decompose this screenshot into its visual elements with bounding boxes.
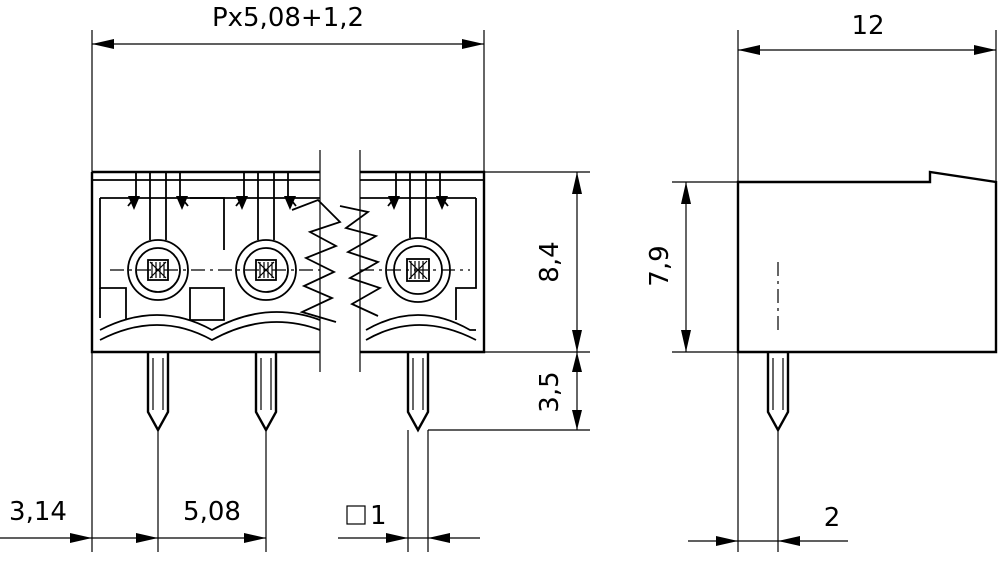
dim-overall-width: Px5,08+1,2 <box>92 3 484 49</box>
label-side-pin-offset: 2 <box>824 503 841 533</box>
pins-front <box>146 352 430 433</box>
label-overall-width: Px5,08+1,2 <box>212 3 364 33</box>
dim-pitch: 5,08 <box>158 497 266 543</box>
label-pin-length: 3,5 <box>535 371 565 412</box>
dim-body-height: 8,4 <box>535 172 582 352</box>
dim-side-pin-offset: 2 <box>688 503 848 546</box>
dim-edge-to-pin: 3,14 <box>0 497 158 543</box>
label-side-depth: 12 <box>851 11 884 41</box>
dim-side-height: 7,9 <box>645 182 691 352</box>
screw-2 <box>235 172 297 301</box>
screw-3 <box>385 172 451 303</box>
label-side-height: 7,9 <box>645 245 675 286</box>
square-symbol <box>346 505 366 525</box>
label-body-height: 8,4 <box>535 241 565 282</box>
label-pin-size: 1 <box>370 501 387 531</box>
front-view <box>90 30 590 552</box>
side-view <box>672 30 998 552</box>
screw-1 <box>127 172 189 301</box>
dim-pin-size: 1 <box>338 501 480 543</box>
dim-side-depth: 12 <box>738 11 996 55</box>
label-edge-to-pin: 3,14 <box>9 497 67 527</box>
label-pitch: 5,08 <box>183 497 241 527</box>
dim-pin-length: 3,5 <box>535 352 582 430</box>
